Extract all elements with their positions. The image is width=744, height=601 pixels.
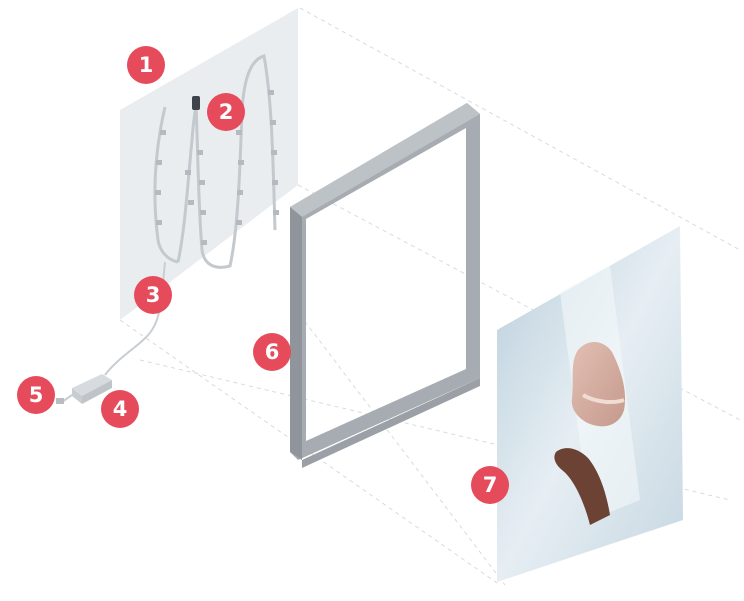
guide-line-top (300, 8, 740, 250)
callout-badge-1: 1 (127, 46, 165, 84)
aluminium-frame-shape (290, 103, 480, 468)
callout-badge-6: 6 (253, 333, 291, 371)
plug-shape (56, 398, 64, 404)
callout-badge-5: 5 (17, 376, 55, 414)
callout-badge-7: 7 (471, 466, 509, 504)
callout-badge-3: 3 (134, 276, 172, 314)
callout-badge-2: 2 (207, 93, 245, 131)
connector-block (192, 96, 200, 110)
printed-graphic (497, 226, 683, 582)
callout-badge-4: 4 (101, 390, 139, 428)
